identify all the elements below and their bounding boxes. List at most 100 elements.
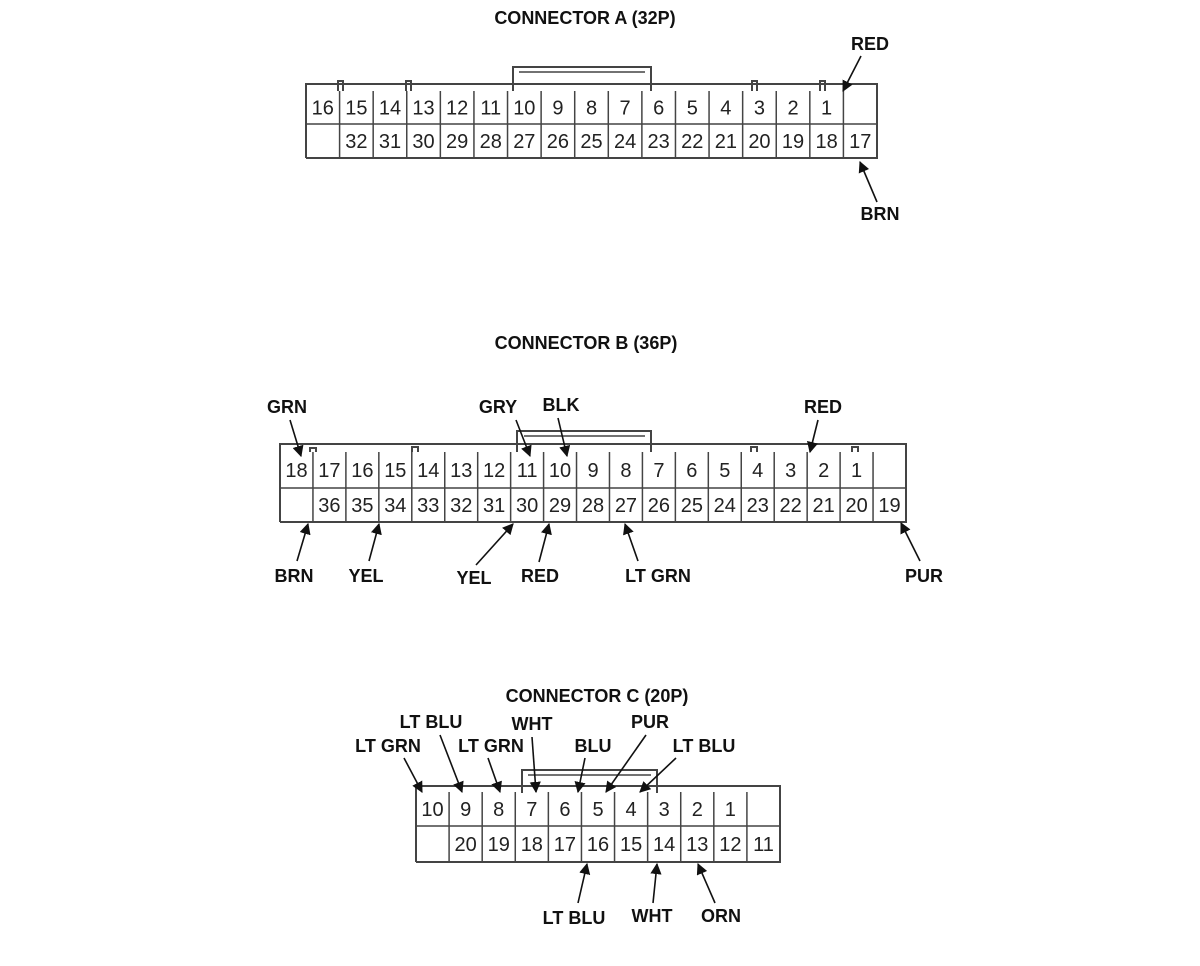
pin-b-2: 2 [818,460,829,482]
wire-arrow-a-pin17 [858,160,878,203]
pin-b-10: 10 [549,460,571,482]
pin-b-23: 23 [747,495,769,517]
pin-b-33: 33 [417,495,439,517]
pin-a-10: 10 [513,98,535,120]
wire-label-b-pin18: GRN [267,397,307,417]
pin-b-34: 34 [384,495,406,517]
pin-c-15: 15 [620,834,642,856]
pin-b-4: 4 [752,460,763,482]
pin-a-3: 3 [754,98,765,120]
wire-label-b-pin10: BLK [543,395,580,415]
pin-a-6: 6 [653,98,664,120]
wire-label-c-pin8: LT GRN [458,736,524,756]
connector-b-wires: GRN GRY BLK RED BRN YEL YEL RED LT GRN P… [267,395,943,588]
pin-c-1: 1 [725,799,736,821]
wire-arrow-c-pin14 [650,862,662,904]
pin-c-3: 3 [659,799,670,821]
pin-c-16: 16 [587,834,609,856]
wire-label-b-pin3: RED [804,397,842,417]
pin-b-29: 29 [549,495,571,517]
pin-b-11: 11 [517,460,538,482]
wire-arrow-b-pin36 [296,522,311,562]
pin-a-21: 21 [715,131,737,153]
wire-arrow-b-pin29 [538,522,552,563]
pin-a-13: 13 [412,98,434,120]
wire-arrow-c-pin6 [574,757,586,794]
pin-c-4: 4 [626,799,637,821]
pin-b-27: 27 [615,495,637,517]
wire-label-c-pin13: ORN [701,906,741,926]
pin-c-6: 6 [559,799,570,821]
wire-arrow-b-pin34 [368,522,382,562]
pin-a-2: 2 [787,98,798,120]
pin-a-27: 27 [513,131,535,153]
pin-c-19: 19 [488,834,510,856]
pin-b-21: 21 [813,495,835,517]
pin-a-17: 17 [849,131,871,153]
pin-c-8: 8 [493,799,504,821]
pin-b-12: 12 [483,460,505,482]
pin-b-32: 32 [450,495,472,517]
connector-c-title: CONNECTOR C (20P) [506,686,689,706]
pin-c-20: 20 [455,834,477,856]
pin-c-5: 5 [592,799,603,821]
wire-arrow-a-pin1 [842,55,862,92]
pin-a-12: 12 [446,98,468,120]
pin-b-28: 28 [582,495,604,517]
wire-arrow-b-pin27 [623,522,639,562]
pin-b-26: 26 [648,495,670,517]
wire-label-c-pin14: WHT [632,906,673,926]
pin-b-13: 13 [450,460,472,482]
wire-arrow-c-pin4 [639,757,677,793]
wire-arrow-c-pin7 [529,736,541,794]
wire-label-b-pin34: YEL [348,566,383,586]
wire-arrow-b-pin10 [557,417,571,458]
pin-a-4: 4 [720,98,731,120]
wire-label-b-pin19: PUR [905,566,943,586]
wire-arrow-b-pin3 [807,419,819,454]
wire-arrow-b-pin30 [475,523,514,566]
connector-b-title: CONNECTOR B (36P) [495,333,678,353]
pin-b-6: 6 [686,460,697,482]
pin-c-2: 2 [692,799,703,821]
pin-c-18: 18 [521,834,543,856]
pin-a-25: 25 [580,131,602,153]
pin-a-22: 22 [681,131,703,153]
pin-b-19: 19 [878,495,900,517]
pin-a-28: 28 [480,131,502,153]
pin-c-17: 17 [554,834,576,856]
wire-label-a-pin1: RED [851,34,889,54]
wire-label-a-pin17: BRN [861,204,900,224]
wire-arrow-c-pin10 [403,757,423,793]
wire-arrow-c-pin13 [696,862,716,904]
pin-a-20: 20 [748,131,770,153]
pin-b-31: 31 [483,495,505,517]
wire-arrow-b-pin19 [900,521,921,562]
wire-label-b-pin29: RED [521,566,559,586]
pin-b-3: 3 [785,460,796,482]
wire-label-c-pin7: WHT [512,714,553,734]
pin-b-18: 18 [285,460,307,482]
wire-label-c-pin5: PUR [631,712,669,732]
pin-a-14: 14 [379,98,401,120]
wire-label-b-pin11: GRY [479,397,517,417]
wire-label-b-pin30: YEL [456,568,491,588]
pin-a-30: 30 [412,131,434,153]
wire-label-c-pin16: LT BLU [543,908,606,928]
pin-b-17: 17 [318,460,340,482]
connector-a-title: CONNECTOR A (32P) [494,8,675,28]
pin-c-10: 10 [421,799,443,821]
wire-label-b-pin36: BRN [275,566,314,586]
connector-c-wires: LT GRN LT BLU LT GRN WHT BLU PUR LT BLU … [355,712,741,928]
connector-b-body [279,430,907,523]
pin-b-8: 8 [620,460,631,482]
pin-a-9: 9 [552,98,563,120]
wire-arrow-c-pin5 [605,734,647,793]
pin-a-24: 24 [614,131,636,153]
pin-b-22: 22 [780,495,802,517]
